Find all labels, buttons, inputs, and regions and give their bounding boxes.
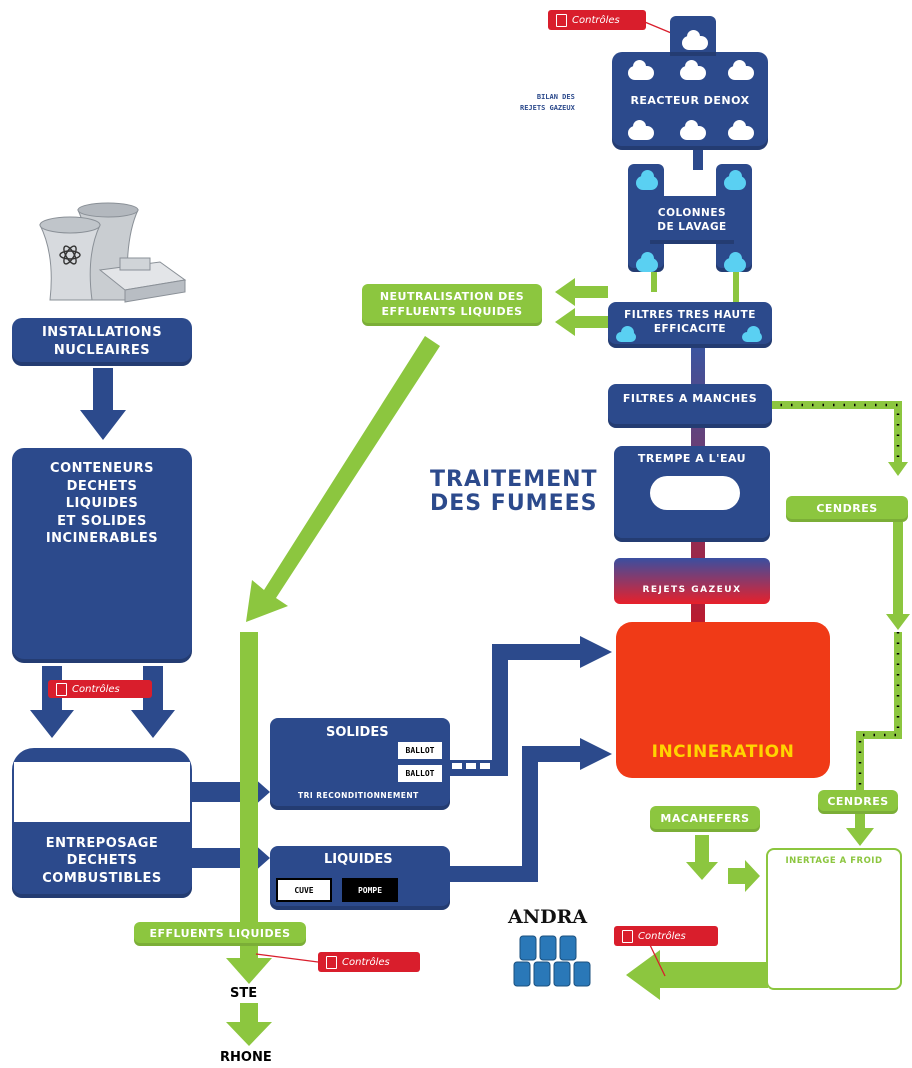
nuclear-plant-icon — [39, 202, 187, 303]
installations-box: INSTALLATIONS NUCLEAIRES — [12, 318, 192, 366]
effluents-liquides-box: EFFLUENTS LIQUIDES — [134, 922, 306, 946]
green-arrows — [226, 272, 768, 1046]
colonnes-label: COLONNES DE LAVAGE — [650, 196, 734, 244]
cloud-icon — [728, 60, 754, 80]
clipboard-icon — [556, 13, 567, 27]
ballot-1: BALLOT — [398, 742, 442, 759]
controles-label: Contrôles — [638, 930, 686, 942]
rejets-label: REJETS GAZEUX — [642, 584, 742, 595]
cendres-box-1: CENDRES — [786, 496, 908, 522]
ste-label: STE — [230, 986, 258, 1001]
neutralisation-box: NEUTRALISATION DES EFFLUENTS LIQUIDES — [362, 284, 542, 326]
controles-label: Contrôles — [72, 683, 120, 695]
inertage-box: INERTAGE A FROID — [766, 848, 902, 990]
filtres-manches-box: FILTRES A MANCHES — [608, 384, 772, 428]
clipboard-icon — [56, 682, 67, 696]
solides-caption: TRI RECONDITIONNEMENT — [298, 791, 419, 800]
cuve-box: CUVE — [276, 878, 332, 902]
clipboard-icon — [326, 955, 337, 969]
ballot-2: BALLOT — [398, 765, 442, 782]
cloud-icon — [680, 60, 706, 80]
cloud-icon — [636, 252, 658, 272]
cloud-icon — [628, 60, 654, 80]
solides-box — [270, 718, 450, 810]
conteneurs-box: CONTENEURS DECHETS LIQUIDES ET SOLIDES I… — [12, 448, 192, 663]
incineration-box: INCINERATION — [616, 622, 830, 778]
controles-badge-1: Contrôles — [48, 680, 152, 698]
liquides-title: LIQUIDES — [324, 852, 393, 867]
controles-badge-3: Contrôles — [548, 10, 646, 30]
pompe-box: POMPE — [342, 878, 398, 902]
macahefers-box: MACAHEFERS — [650, 806, 760, 832]
rhone-label: RHONE — [220, 1050, 272, 1065]
inertage-label: INERTAGE A FROID — [785, 856, 883, 866]
cloud-icon — [682, 30, 708, 50]
cloud-icon — [628, 120, 654, 140]
cendres-box-2: CENDRES — [818, 790, 898, 814]
clipboard-icon — [622, 929, 633, 943]
controles-label: Contrôles — [572, 14, 620, 26]
controles-badge-2: Contrôles — [318, 952, 420, 972]
controles-label: Contrôles — [342, 956, 390, 968]
conteneurs-label: CONTENEURS DECHETS LIQUIDES ET SOLIDES I… — [45, 461, 159, 547]
trempe-cloud-icon — [650, 476, 740, 510]
cloud-icon — [636, 170, 658, 190]
cloud-icon — [680, 120, 706, 140]
bilan-label: BILAN DES REJETS GAZEUX — [520, 93, 575, 112]
filtres-the-label: FILTRES TRES HAUTE EFFICACITE — [624, 309, 756, 336]
entreposage-image-panel — [14, 762, 190, 822]
solides-title: SOLIDES — [326, 725, 389, 740]
andra-label: ANDRA — [508, 906, 588, 928]
incineration-label: INCINERATION — [651, 742, 795, 763]
cendres-routes — [770, 401, 910, 846]
entreposage-label: ENTREPOSAGE DECHETS COMBUSTIBLES — [42, 835, 162, 886]
rejets-gazeux-box: REJETS GAZEUX — [614, 558, 770, 604]
cloud-icon — [616, 326, 636, 342]
cloud-icon — [724, 170, 746, 190]
traitement-title: TRAITEMENT DES FUMEES — [430, 467, 598, 517]
trempe-label: TREMPE A L'EAU — [637, 452, 747, 465]
reacteur-label: REACTEUR DENOX — [630, 93, 750, 107]
andra-drums-icon — [513, 935, 591, 987]
cloud-icon — [742, 326, 762, 342]
controles-badge-4: Contrôles — [614, 926, 718, 946]
cloud-icon — [728, 120, 754, 140]
filtres-manches-label: FILTRES A MANCHES — [622, 392, 758, 405]
cloud-icon — [724, 252, 746, 272]
